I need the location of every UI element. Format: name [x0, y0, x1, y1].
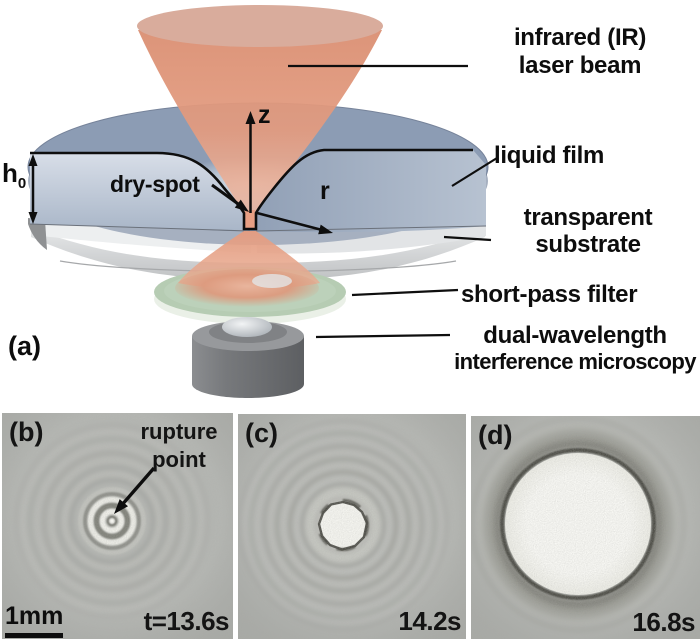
- timestamp-b: t=13.6s: [143, 606, 230, 636]
- objective-lens: [192, 317, 304, 398]
- substrate-label: transparent substrate: [478, 204, 698, 258]
- film-thickness-subscript: 0: [17, 175, 27, 192]
- panel-c-tag: (c): [245, 418, 278, 448]
- film-profile-curve: [30, 148, 473, 231]
- scale-bar-label: 1mm: [5, 602, 64, 630]
- leader-lines: [288, 64, 498, 339]
- leader-microscopy: [315, 333, 451, 339]
- photo-noise-b: [2, 413, 233, 639]
- microscopy-label: dual-wavelength interference microscopy: [450, 323, 700, 375]
- micrograph-b-image: [2, 413, 233, 639]
- dry-spot-arrow: [211, 183, 249, 212]
- filter-label: short-pass filter: [461, 281, 638, 308]
- laser-lower-beam: [175, 231, 320, 307]
- substrate-label-line1: transparent: [523, 204, 653, 231]
- micrograph-c: (c) 14.2s: [238, 414, 466, 639]
- micrograph-c-image: [238, 414, 466, 639]
- laser-cone: [137, 5, 383, 214]
- rupture-point-label-line1: rupture: [140, 419, 218, 444]
- panel-b-tag: (b): [9, 417, 44, 447]
- h0-arrow: [28, 154, 38, 224]
- microscopy-label-line1: dual-wavelength: [483, 322, 667, 349]
- substrate-label-line2: substrate: [535, 231, 641, 258]
- micrograph-d: (d) 16.8s: [471, 416, 700, 639]
- film-thickness-symbol: h: [2, 158, 18, 188]
- z-axis: [245, 111, 256, 213]
- micrograph-b: (b) rupture point 1mm t=13.6s: [2, 413, 233, 639]
- r-axis-label: r: [320, 177, 330, 205]
- timestamp-c: 14.2s: [398, 606, 461, 636]
- z-axis-label: z: [258, 101, 271, 129]
- dry-spot-label: dry-spot: [110, 171, 200, 197]
- leader-liquid-film: [451, 157, 498, 187]
- setup-diagram: [27, 5, 498, 398]
- rupture-arrow: [114, 466, 156, 514]
- film-cut-faces: [29, 150, 487, 233]
- laser-beam-label-line1: infrared (IR): [513, 24, 647, 51]
- panel-d-tag: (d): [478, 420, 513, 450]
- laser-chimney: [244, 210, 256, 230]
- liquid-film-label: liquid film: [494, 142, 605, 169]
- rupture-point-label-line2: point: [152, 447, 206, 472]
- microscopy-label-line2: interference microscopy: [454, 349, 696, 374]
- scale-bar: [5, 633, 63, 638]
- r-axis: [256, 211, 333, 235]
- leader-filter: [351, 288, 459, 297]
- laser-beam-label: infrared (IR) laser beam: [462, 24, 698, 80]
- rupture-point-label: rupture point: [130, 418, 228, 474]
- photo-noise-d: [471, 416, 700, 639]
- timestamp-d: 16.8s: [632, 607, 695, 637]
- laser-cone-top: [137, 5, 383, 47]
- leader-substrate: [443, 235, 492, 242]
- laser-beam-label-line2: laser beam: [518, 52, 642, 79]
- film-thickness-label: h0: [2, 159, 26, 198]
- photo-noise-c: [238, 414, 466, 639]
- panel-a-tag: (a): [8, 331, 41, 361]
- micrograph-d-image: [471, 416, 700, 639]
